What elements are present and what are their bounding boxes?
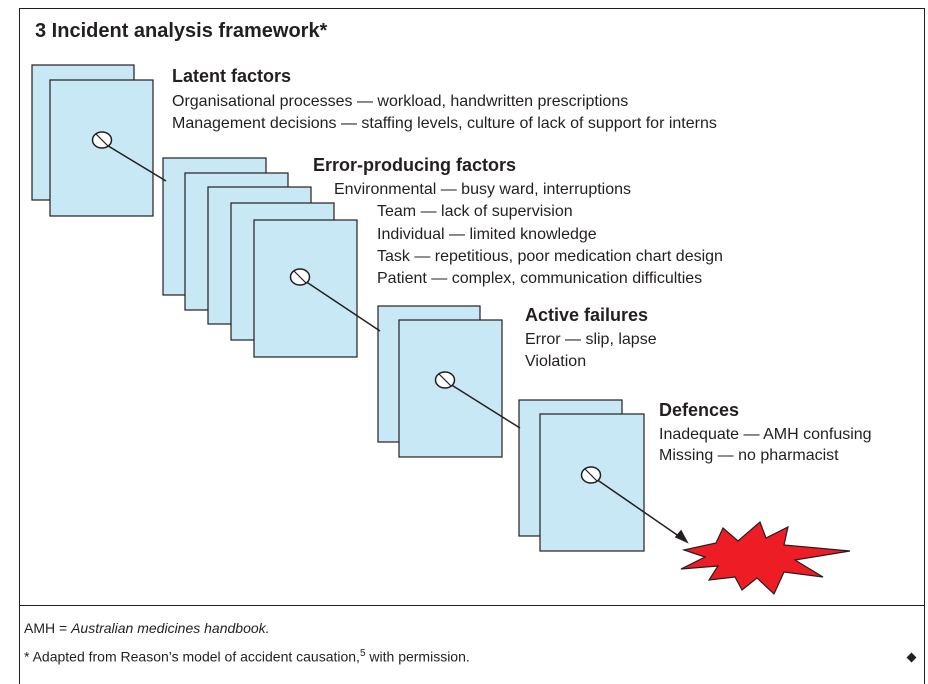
trajectory-arrowhead (674, 529, 689, 544)
footnote-source-marker: * (24, 648, 30, 665)
error-producing-panels (162, 157, 358, 358)
defences-line-1: Inadequate — AMH confusing (659, 426, 872, 443)
hole-error-producing (289, 268, 311, 286)
active-failures-panels (377, 305, 503, 458)
footnote-divider (19, 605, 925, 606)
hole-active-failures (434, 371, 456, 389)
defences-heading: Defences (659, 400, 740, 420)
hole-latent (91, 131, 113, 149)
trajectory-segment-3 (449, 383, 521, 429)
footnote-source: * Adapted from Reason’s model of acciden… (24, 648, 470, 665)
trajectory-segment-1 (104, 143, 167, 182)
error-panel-5 (253, 219, 358, 358)
footnote-source-reference: 5 (359, 648, 366, 659)
footnote-abbreviation: AMH = Australian medicines handbook. (24, 620, 270, 636)
footnote-abbreviation-prefix: AMH = (24, 620, 72, 636)
latent-factors-line-2: Management decisions — staffing levels, … (172, 115, 717, 132)
error-producing-line-5: Patient — complex, communication difficu… (377, 270, 703, 287)
footnote-abbreviation-expansion: Australian medicines handbook. (71, 620, 270, 636)
accident-trajectory (104, 143, 689, 544)
error-producing-heading: Error-producing factors (313, 155, 517, 175)
active-failures-line-2: Violation (525, 353, 587, 370)
trajectory-segment-2 (304, 280, 381, 332)
footnote-source-suffix: with permission. (365, 648, 470, 665)
error-producing-line-4: Task — repetitious, poor medication char… (377, 248, 723, 265)
trajectory-segment-4 (595, 478, 684, 540)
figure-frame (19, 8, 925, 684)
latent-factors-line-1: Organisational processes — workload, han… (172, 93, 629, 110)
accident-burst (680, 520, 851, 596)
error-producing-line-3: Individual — limited knowledge (377, 226, 597, 243)
active-panel-2 (398, 319, 503, 458)
defences-line-2: Missing — no pharmacist (659, 447, 839, 464)
active-failures-heading: Active failures (525, 305, 649, 325)
footnote-source-text: Adapted from Reason’s model of accident … (29, 648, 360, 665)
active-failures-line-1: Error — slip, lapse (525, 331, 657, 348)
error-producing-line-2: Team — lack of supervision (377, 203, 573, 220)
holes (91, 131, 602, 484)
figure-title: 3 Incident analysis framework* (35, 20, 328, 42)
hole-defences (580, 466, 602, 484)
latent-factors-heading: Latent factors (172, 66, 292, 86)
error-producing-line-1: Environmental — busy ward, interruptions (334, 181, 632, 198)
